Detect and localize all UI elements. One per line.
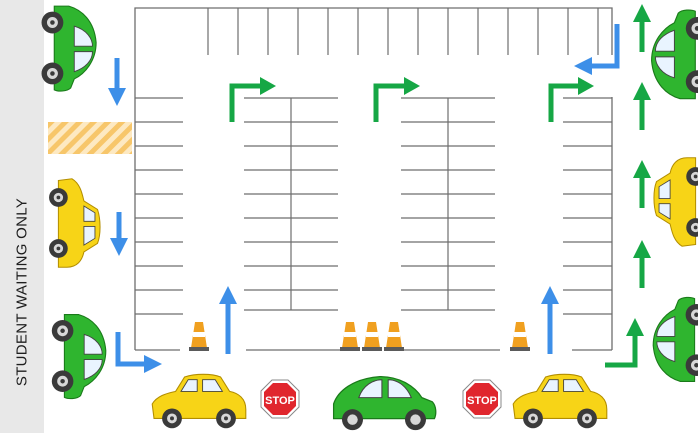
up-arrow-icon	[541, 286, 559, 354]
traffic-cones	[189, 322, 530, 351]
car-icon	[151, 373, 247, 429]
turn-arrow-icon	[373, 77, 420, 122]
blue-traffic-arrows	[108, 24, 620, 373]
left-parking-stalls	[135, 97, 183, 315]
traffic-cone-icon	[189, 322, 209, 351]
up-arrow-icon	[633, 4, 651, 52]
car-icon	[512, 373, 608, 429]
lot-boundary	[134, 7, 613, 351]
stop-sign-icon: STOP	[260, 379, 300, 419]
car-icon	[653, 157, 698, 247]
car-icon	[652, 296, 698, 382]
turn-up-arrow-icon	[605, 318, 644, 368]
up-arrow-icon	[633, 240, 651, 288]
turn-arrow-icon	[229, 77, 276, 122]
car-icon	[41, 5, 97, 92]
car-icon	[51, 314, 107, 400]
traffic-cone-icon	[510, 322, 530, 351]
up-arrow-icon	[633, 160, 651, 208]
down-arrow-icon	[110, 212, 128, 256]
car-icon	[651, 9, 698, 100]
car-icon	[49, 178, 101, 268]
stop-sign-text: STOP	[265, 395, 295, 407]
crosswalk	[48, 122, 132, 154]
up-arrow-icon	[633, 82, 651, 130]
top-parking-stalls	[207, 8, 599, 55]
turn-left-arrow-icon	[574, 24, 620, 75]
green-turn-arrows-top	[229, 77, 594, 122]
car-icon	[332, 375, 437, 431]
center-island-2-stalls	[401, 97, 495, 311]
traffic-cone-icon	[384, 322, 404, 351]
right-parking-stalls	[563, 97, 612, 315]
turn-right-arrow-icon	[115, 332, 162, 373]
down-arrow-icon	[108, 58, 126, 106]
center-island-1-stalls	[244, 97, 338, 311]
traffic-cone-icon	[340, 322, 360, 351]
stop-sign-text: STOP	[467, 395, 497, 407]
traffic-cone-icon	[362, 322, 382, 351]
up-arrow-icon	[219, 286, 237, 354]
stop-sign-icon: STOP	[462, 379, 502, 419]
green-arrows-right-lane	[605, 4, 651, 368]
turn-arrow-icon	[548, 77, 594, 122]
student-waiting-sidebar: STUDENT WAITING ONLY	[0, 0, 44, 433]
